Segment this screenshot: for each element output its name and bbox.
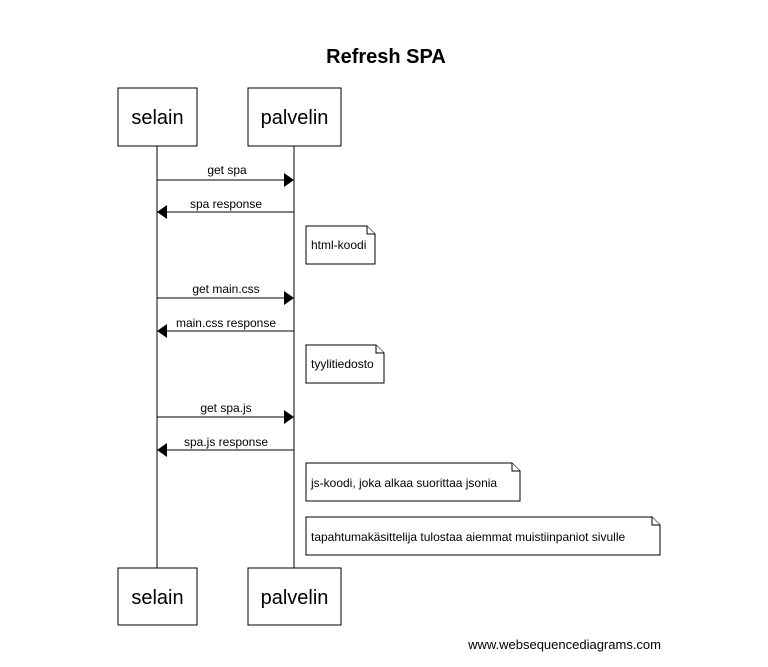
diagram-title: Refresh SPA — [326, 46, 446, 68]
message-main-css-response: main.css response — [157, 316, 294, 338]
message-label: get spa.js — [200, 401, 251, 415]
actor-palvelin-top: palvelin — [247, 87, 342, 147]
note-js-koodi: js-koodi, joka alkaa suorittaa jsonia — [305, 462, 521, 502]
actor-palvelin-bottom: palvelin — [247, 567, 342, 626]
message-get-spa-js: get spa.js — [157, 401, 294, 424]
note-text: tyylitiedosto — [311, 357, 374, 371]
actor-palvelin-bottom-label: palvelin — [261, 587, 329, 609]
message-spa-response: spa response — [157, 197, 294, 219]
message-get-spa: get spa — [157, 163, 294, 187]
actor-selain-bottom-label: selain — [131, 587, 183, 609]
note-html-koodi: html-koodi — [305, 225, 376, 265]
message-get-main-css: get main.css — [157, 282, 294, 305]
note-tyylitiedosto: tyylitiedosto — [305, 344, 385, 384]
message-label: get main.css — [192, 282, 259, 296]
message-label: get spa — [207, 163, 247, 177]
note-text: js-koodi, joka alkaa suorittaa jsonia — [310, 476, 497, 490]
note-text: html-koodi — [311, 238, 366, 252]
note-tapahtumakasittelija: tapahtumakäsittelija tulostaa aiemmat mu… — [305, 516, 661, 556]
actor-selain-bottom: selain — [117, 567, 198, 626]
note-text: tapahtumakäsittelija tulostaa aiemmat mu… — [311, 530, 625, 544]
footer-watermark: www.websequencediagrams.com — [467, 637, 661, 652]
message-spa-js-response: spa.js response — [157, 435, 294, 457]
actor-selain-top: selain — [117, 87, 198, 147]
message-label: spa.js response — [184, 435, 268, 449]
actor-selain-top-label: selain — [131, 107, 183, 129]
message-label: spa response — [190, 197, 262, 211]
message-label: main.css response — [176, 316, 276, 330]
actor-palvelin-top-label: palvelin — [261, 107, 329, 129]
